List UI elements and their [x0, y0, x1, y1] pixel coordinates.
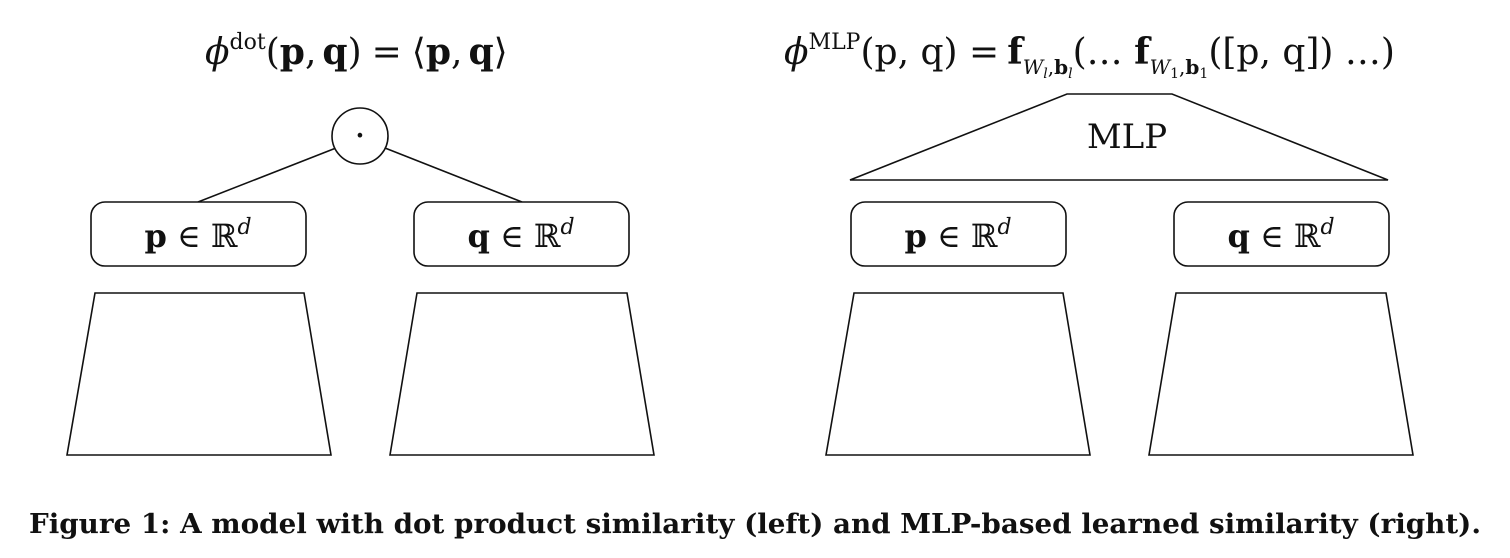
mlp-formula-sub-outer-comma: ,: [1048, 55, 1054, 79]
left-p-embedding-box: [90, 201, 307, 267]
mlp-formula-args: (p, q) =: [861, 32, 1000, 73]
right-p-embedding-label: p ∈ ℝd: [904, 215, 1011, 255]
left-panel: ϕdot(p,q)=⟨p,q⟩ · p ∈ ℝd q ∈ ℝd: [66, 30, 655, 456]
mlp-formula-sub-inner-w: W: [1150, 55, 1172, 79]
mlp-formula: ϕMLP(p, q) =fWl,bl(… fW1,b1([p, q]) …): [784, 30, 1395, 82]
right-q-embedding-box: [1173, 201, 1390, 267]
dot-formula-langle: ⟨: [412, 32, 426, 73]
left-q-embedding-label: q ∈ ℝd: [467, 215, 574, 255]
dot-formula-q: q: [322, 31, 347, 73]
dot-formula: ϕdot(p,q)=⟨p,q⟩: [205, 30, 508, 73]
dot-connector-right: [384, 147, 523, 203]
right-p-embedding-box: [850, 201, 1067, 267]
dot-formula-superscript: dot: [230, 30, 266, 55]
mlp-formula-sub-outer-l: l: [1043, 66, 1047, 82]
dot-formula-comma: ,: [305, 32, 316, 73]
left-p-encoder-tower: [66, 292, 332, 456]
dot-formula-phi: ϕ: [205, 32, 230, 73]
mlp-formula-sub-inner-1: 1: [1170, 66, 1179, 82]
mlp-formula-f-inner: f: [1134, 31, 1152, 73]
left-p-embedding-label: p ∈ ℝd: [144, 215, 251, 255]
dot-formula-q2: q: [468, 31, 493, 73]
mlp-formula-inner: ([p, q]) …): [1208, 32, 1395, 73]
right-q-encoder-tower: [1148, 292, 1414, 456]
mlp-formula-f-outer: f: [1007, 31, 1025, 73]
right-p-encoder-tower: [825, 292, 1091, 456]
mlp-formula-phi: ϕ: [784, 32, 809, 73]
mlp-formula-sub-outer-b: b: [1054, 55, 1068, 79]
dot-operator-symbol: ·: [354, 116, 365, 157]
dot-formula-equals: =: [372, 32, 402, 73]
left-q-encoder-tower: [389, 292, 655, 456]
mlp-formula-sub-inner-comma: ,: [1179, 55, 1185, 79]
mlp-label: MLP: [1087, 117, 1167, 157]
dot-formula-p2: p: [426, 31, 451, 73]
left-q-embedding-box: [413, 201, 630, 267]
mlp-block: [849, 93, 1389, 181]
dot-formula-open-paren: (: [266, 32, 280, 73]
dot-connector-left: [197, 147, 337, 203]
dot-formula-comma2: ,: [451, 32, 462, 73]
mlp-formula-sub-inner-1b: 1: [1199, 66, 1208, 82]
mlp-formula-sub-inner-b: b: [1185, 55, 1199, 79]
mlp-formula-mid: (…: [1073, 32, 1135, 73]
dot-formula-p: p: [280, 31, 305, 73]
figure-caption: Figure 1: A model with dot product simil…: [29, 509, 1481, 540]
right-panel: ϕMLP(p, q) =fWl,bl(… fW1,b1([p, q]) …) M…: [784, 30, 1414, 456]
dot-operator-circle: [331, 107, 389, 165]
mlp-formula-sub-outer-w: W: [1023, 55, 1045, 79]
dot-formula-close-paren: ): [348, 32, 362, 73]
right-q-embedding-label: q ∈ ℝd: [1227, 215, 1334, 255]
mlp-formula-sub-outer-l2: l: [1068, 66, 1072, 82]
dot-formula-rangle: ⟩: [494, 32, 508, 73]
mlp-formula-superscript: MLP: [809, 30, 861, 55]
